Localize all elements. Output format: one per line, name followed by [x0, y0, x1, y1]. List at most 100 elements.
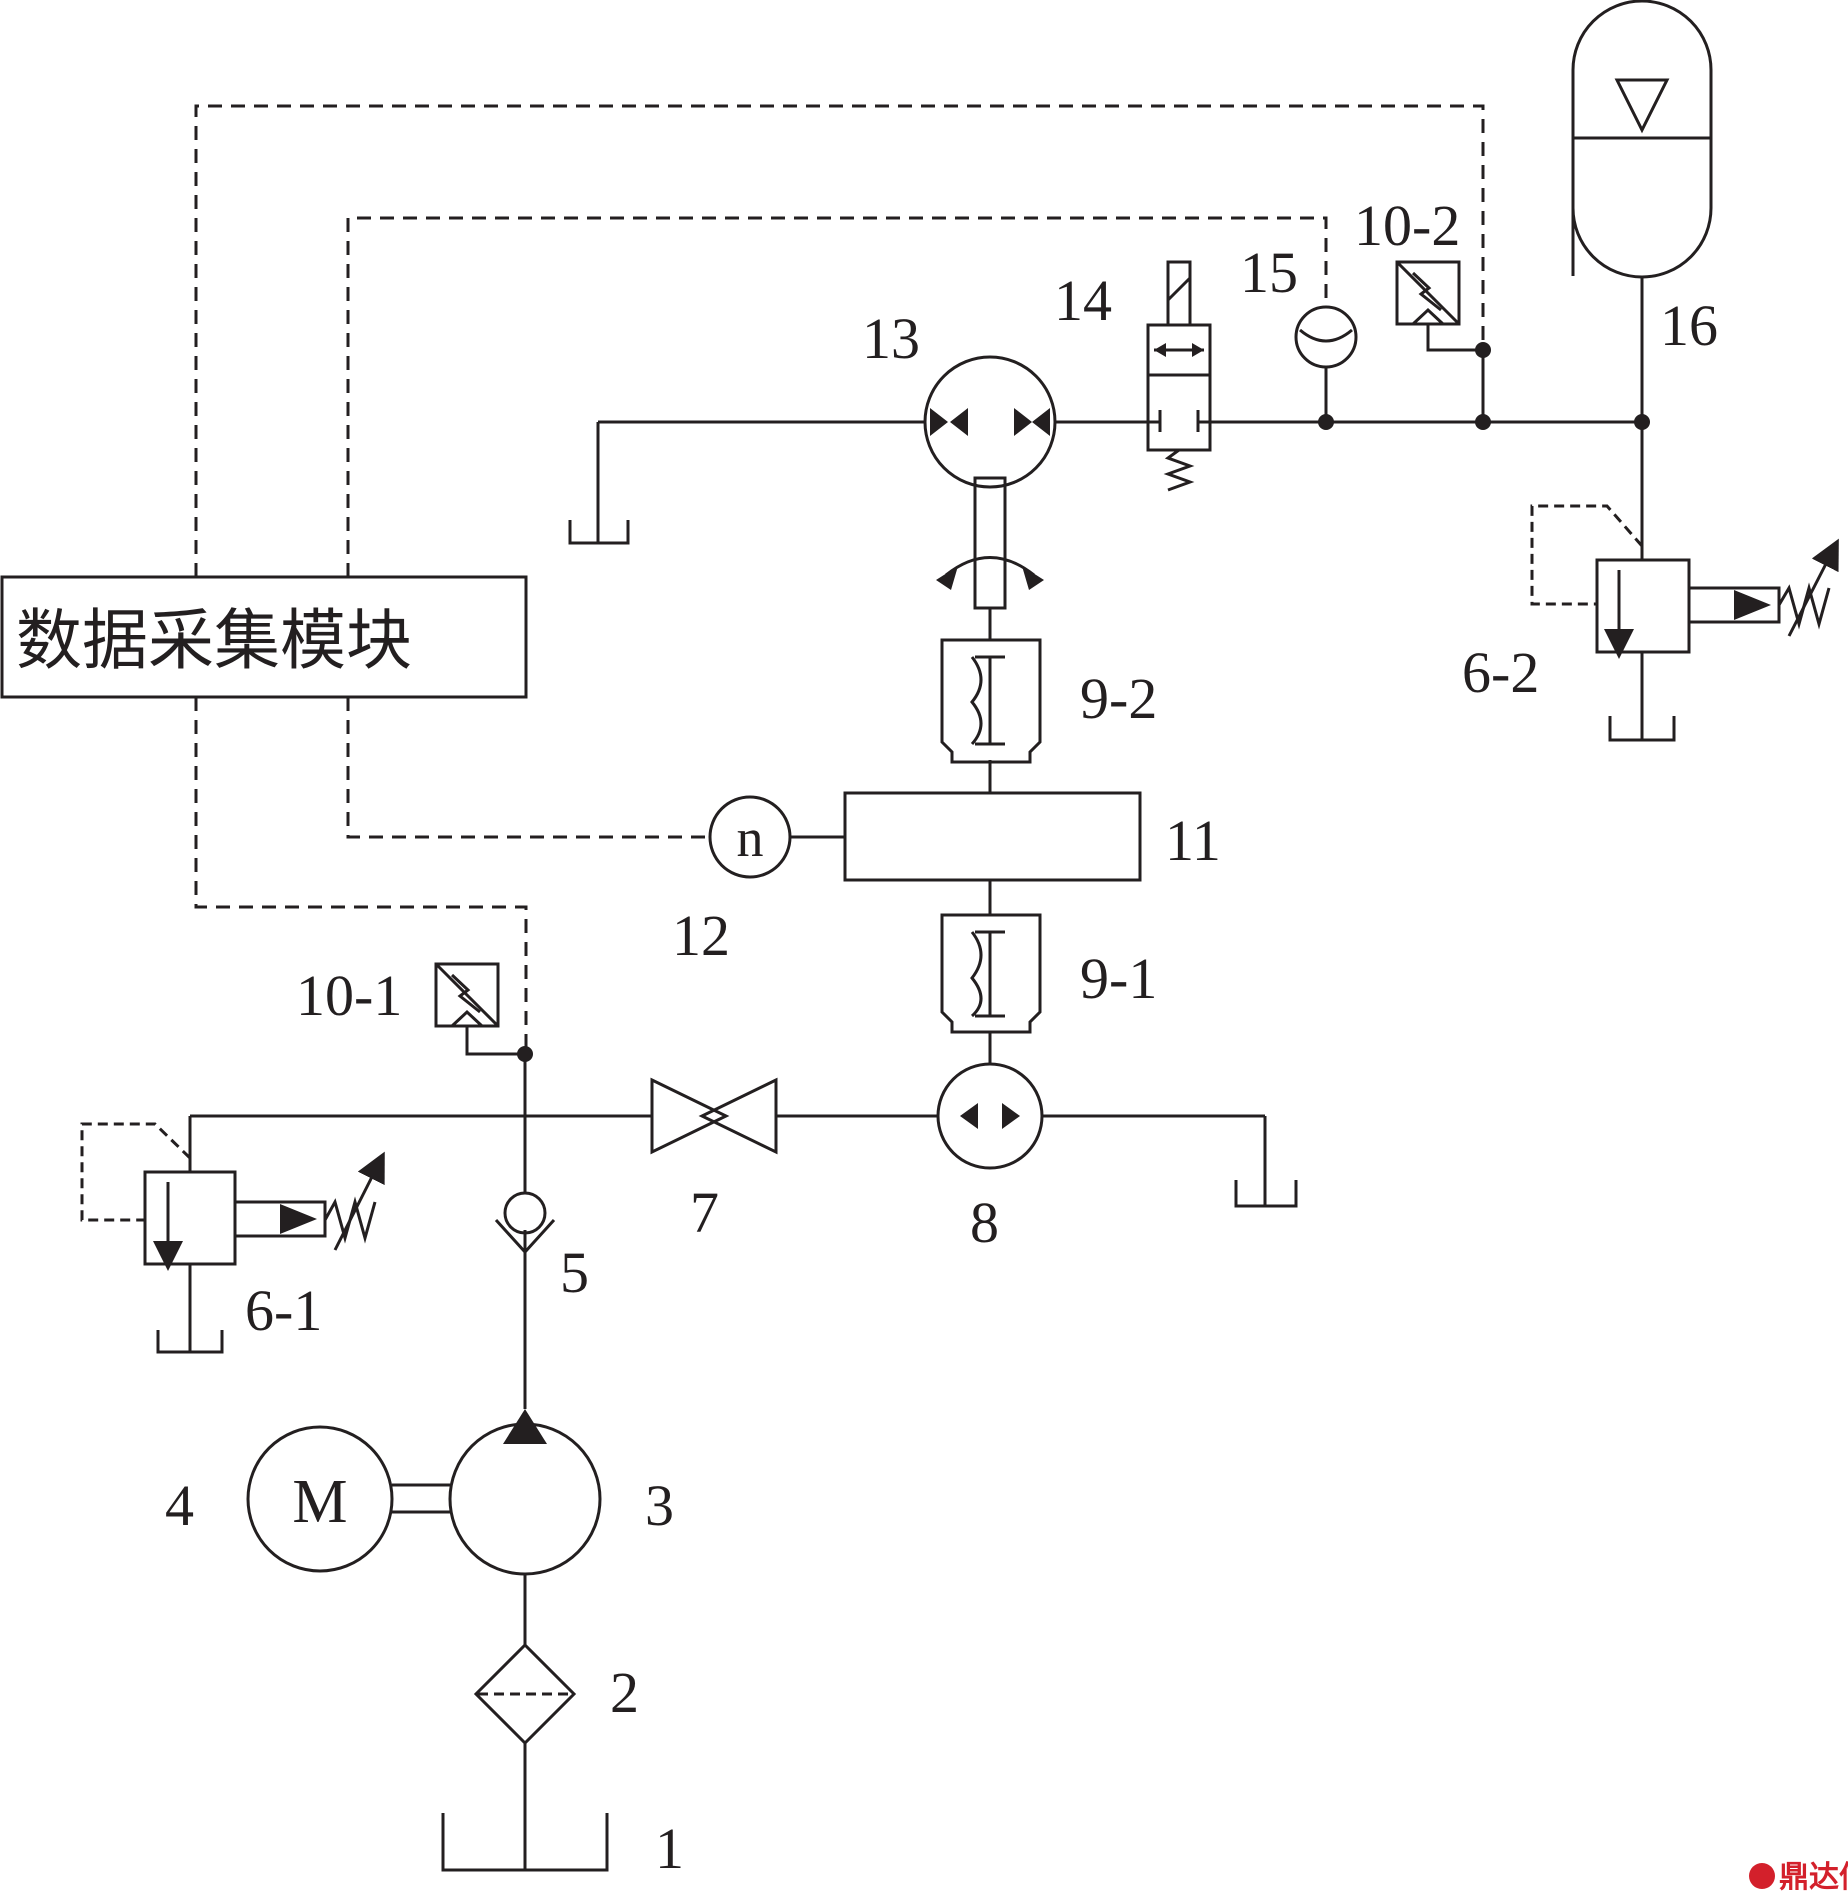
signal-line-flow-meter — [346, 216, 1328, 577]
check-valve-ball — [503, 1191, 547, 1235]
sensor-10-1-diagonal — [434, 962, 500, 1028]
valve-14-solenoid — [1166, 260, 1192, 327]
pressure-sensor-10-2 — [1395, 260, 1491, 430]
accumulator-16 — [1571, 0, 1713, 430]
pressure-sensor-10-1-label: 10-1 — [296, 963, 402, 1028]
pump-flow-triangle — [503, 1409, 547, 1444]
solenoid-valve-14 — [1146, 260, 1212, 492]
motor-circle — [246, 1425, 394, 1573]
speed-sensor-symbol: n — [737, 808, 764, 868]
sensor-10-1-zigzag — [450, 973, 481, 1014]
valve-14-arrow-right — [1192, 343, 1204, 357]
pressure-sensor-10-1 — [434, 962, 533, 1062]
unit-13-right-triangle-a — [1014, 408, 1032, 436]
signal-line-pressure-sensor-1 — [194, 697, 528, 1054]
coupling-9-1-element — [975, 930, 1005, 1018]
speed-sensor-12-label: 12 — [672, 903, 730, 968]
relief-valve-6-2-label: 6-2 — [1462, 640, 1539, 705]
relief-6-1-piston — [280, 1204, 317, 1234]
flow-meter-15-label: 15 — [1240, 240, 1298, 305]
tank-1-label: 1 — [655, 1816, 684, 1881]
unit-13-variable-arc — [945, 556, 1035, 577]
sensor-10-2-diagonal — [1395, 260, 1461, 326]
data-acquisition-module: 数据采集模块 — [0, 575, 528, 699]
hydraulic-motor-8-label: 8 — [970, 1190, 999, 1255]
sensor-10-2-port — [1411, 307, 1445, 326]
coupling-9-1-curve — [970, 931, 983, 1018]
watermark-logo: 鼎达信 — [1749, 1860, 1848, 1892]
filter-2-label: 2 — [610, 1660, 639, 1725]
watermark-logo-icon — [1749, 1863, 1775, 1889]
accumulator-gas-triangle — [1614, 78, 1670, 134]
relief-6-1-pilot — [80, 1122, 192, 1222]
pump-3 — [448, 1409, 602, 1576]
motor-8-outlet-triangle — [1002, 1103, 1020, 1129]
coupling-9-2-curve — [970, 656, 983, 746]
sensor-10-2-connection — [1426, 324, 1483, 352]
throttle-valve-7 — [650, 1077, 778, 1155]
unit-13-left-triangle-a — [930, 408, 948, 436]
module-box — [0, 575, 528, 699]
signal-line-speed-sensor — [346, 697, 708, 839]
throttle-valve-7-label: 7 — [690, 1180, 719, 1245]
pressure-sensor-10-2-label: 10-2 — [1354, 193, 1460, 258]
valve-14-lower-box — [1146, 373, 1212, 452]
relief-valve-6-1 — [80, 1116, 385, 1354]
relief-6-2-piston — [1734, 590, 1771, 620]
speed-sensor-12: n — [708, 795, 792, 879]
unit-13-arc-right-head — [1022, 566, 1044, 590]
throttle-left-triangle — [650, 1077, 730, 1155]
valve-14-blocked-ports — [1148, 410, 1210, 432]
accumulator-16-label: 16 — [1660, 293, 1718, 358]
relief-6-1-adjust-arrow — [333, 1151, 385, 1251]
signal-line-pressure-sensor-2 — [194, 104, 1485, 577]
filter-diamond — [473, 1642, 577, 1746]
motor-8-inlet-triangle — [960, 1103, 978, 1129]
relief-6-2-adjust-arrow — [1787, 538, 1839, 637]
flywheel-11 — [843, 791, 1142, 882]
coupling-9-2-body — [940, 638, 1042, 764]
unit-13-arc-left-head — [936, 566, 958, 590]
relief-6-2-pilot — [1530, 504, 1644, 606]
sensor-10-2-zigzag — [1411, 271, 1442, 312]
relief-valve-6-2 — [1530, 422, 1839, 742]
coupling-9-2 — [940, 638, 1042, 764]
coupling-9-1-label: 9-1 — [1080, 946, 1157, 1011]
motor-4-label: 4 — [165, 1473, 194, 1538]
sensor-10-1-port — [450, 1009, 484, 1028]
motor-8-tank — [1234, 1180, 1298, 1208]
electric-motor-4: M — [246, 1425, 394, 1573]
valve-14-spring — [1163, 448, 1195, 492]
valve-14-arrow-left — [1154, 343, 1166, 357]
pump-motor-unit-13-label: 13 — [862, 306, 920, 371]
unit-13-tank — [568, 520, 630, 545]
sensor-10-1-connection — [465, 1026, 525, 1056]
watermark-text: 鼎达信 — [1779, 1860, 1848, 1892]
unit-13-right-triangle-b — [1032, 408, 1050, 436]
module-label: 数据采集模块 — [16, 602, 412, 679]
check-valve-5-label: 5 — [560, 1240, 589, 1305]
relief-valve-6-1-label: 6-1 — [245, 1278, 322, 1343]
check-valve-seat — [494, 1218, 556, 1255]
flow-meter-curve — [1299, 328, 1353, 343]
pump-motor-unit-13 — [568, 355, 1057, 610]
hydraulic-motor-8 — [936, 1062, 1298, 1208]
junction-dot-10-2 — [1475, 414, 1491, 430]
filter-2 — [473, 1642, 577, 1746]
unit-13-left-triangle-b — [950, 408, 968, 436]
valve-14-solenoid-slash — [1166, 276, 1192, 302]
throttle-right-triangle — [698, 1077, 778, 1155]
motor-symbol: M — [292, 1468, 347, 1536]
relief-6-2-tank — [1608, 716, 1676, 742]
solenoid-valve-14-label: 14 — [1054, 268, 1112, 333]
junction-dot-15 — [1318, 414, 1334, 430]
flywheel-11-box — [843, 791, 1142, 882]
signal-lines — [194, 104, 1485, 1054]
motor-8-circle — [936, 1062, 1044, 1170]
pump-3-label: 3 — [645, 1473, 674, 1538]
flow-meter-circle — [1294, 305, 1358, 369]
unit-13-shaft — [973, 476, 1007, 610]
flow-meter-15 — [1294, 305, 1358, 430]
flywheel-11-label: 11 — [1165, 808, 1221, 873]
